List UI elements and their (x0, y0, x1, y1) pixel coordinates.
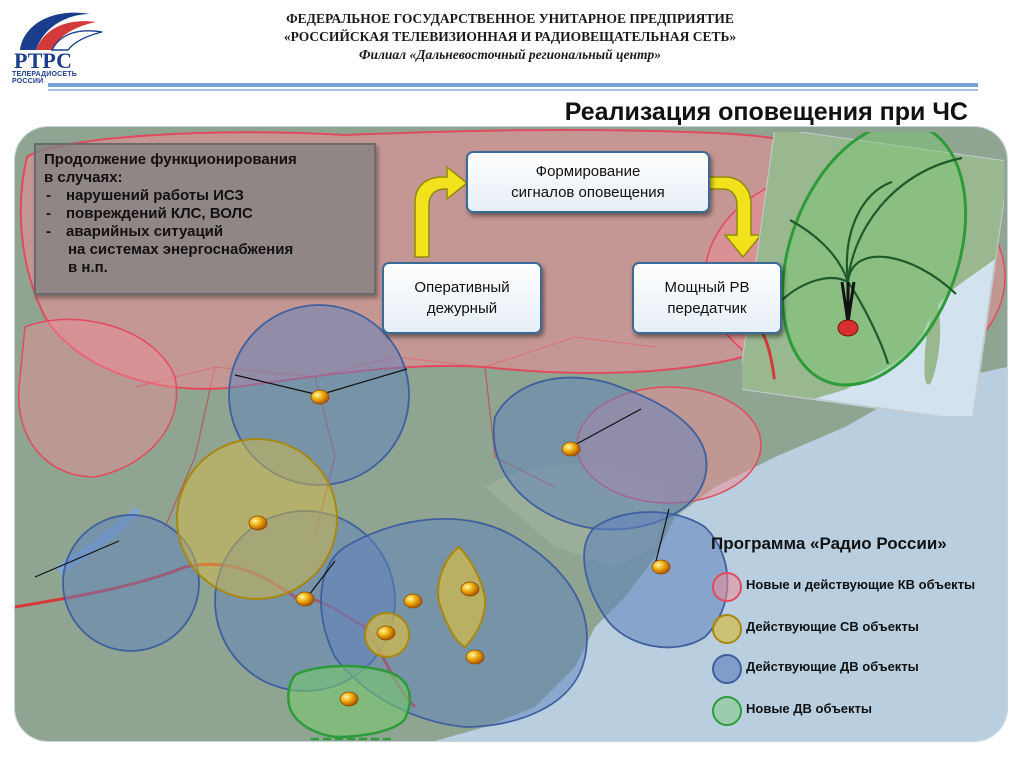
rtrs-logo: РТРС ТЕЛЕРАДИОСЕТЬ РОССИИ (6, 4, 110, 85)
info-item-2: повреждений КЛС, ВОЛС (44, 205, 366, 223)
inset-transmitter (837, 319, 859, 337)
dv-coverage-3 (583, 511, 729, 649)
legend-dv-swatch (712, 654, 742, 684)
legend-kv-label: Новые и действующие КВ объекты (746, 577, 976, 592)
transmitter-line-2: передатчик (667, 300, 747, 317)
info-title-line-2: в случаях: (44, 169, 123, 186)
transmitter-line-1: Мощный РВ (664, 279, 750, 296)
logo-text: РТРС (14, 48, 72, 73)
legend-new-dv-label: Новые ДВ объекты (746, 701, 873, 716)
operator-line-2: дежурный (426, 300, 498, 317)
logo-subtitle: ТЕЛЕРАДИОСЕТЬ РОССИИ (12, 71, 77, 85)
header-divider-thin (48, 89, 978, 91)
legend-dv-label: Действующие ДВ объекты (746, 659, 919, 674)
legend-sv-swatch (712, 614, 742, 644)
dv-coverage-4 (62, 514, 200, 652)
org-line-2: «РОССИЙСКАЯ ТЕЛЕВИЗИОННАЯ И РАДИОВЕЩАТЕЛ… (283, 29, 737, 44)
info-item-1: нарушений работы ИСЗ (44, 187, 366, 205)
legend-kv-swatch (712, 572, 742, 602)
transmitter-points (248, 389, 671, 707)
org-line-3: Филиал «Дальневосточный региональный цен… (359, 47, 661, 62)
flow-arrow-down (708, 176, 763, 259)
slide-title: Реализация оповещения при ЧС (564, 98, 968, 126)
legend-title: Программа «Радио России» (711, 534, 947, 553)
operator-line-1: Оперативный (414, 279, 510, 296)
signal-formation-box: Формирование сигналов оповещения (466, 151, 710, 213)
info-item-3: аварийных ситуаций (44, 223, 366, 241)
transmitter-box: Мощный РВ передатчик (632, 262, 782, 334)
signal-formation-line-1: Формирование (535, 163, 641, 180)
header: РТРС ТЕЛЕРАДИОСЕТЬ РОССИИ ФЕДЕРАЛЬНОЕ ГО… (0, 0, 1024, 100)
info-list: нарушений работы ИСЗ повреждений КЛС, ВО… (44, 187, 366, 277)
legend-new-dv-swatch (712, 696, 742, 726)
flow-arrow-up (414, 165, 469, 258)
sv-coverage-3 (437, 545, 487, 649)
legend-sv-label: Действующие СВ объекты (746, 619, 919, 634)
info-title-line-1: Продолжение функционирования (44, 151, 297, 168)
info-box: Продолжение функционирования в случаях: … (34, 143, 376, 295)
operator-box: Оперативный дежурный (382, 262, 542, 334)
inset-map (737, 121, 1011, 423)
inset-map-canvas (737, 121, 1011, 423)
inset-sakhalin (924, 301, 941, 385)
header-divider (48, 83, 978, 87)
kv-coverage-west (17, 318, 178, 478)
info-item-3-line-2: на системах энергоснабжения (68, 241, 294, 258)
coverage-radius-lines (34, 368, 670, 596)
dv-coverage-2 (492, 376, 708, 531)
signal-formation-line-2: сигналов оповещения (511, 184, 665, 201)
org-line-1: ФЕДЕРАЛЬНОЕ ГОСУДАРСТВЕННОЕ УНИТАРНОЕ ПР… (286, 11, 734, 26)
info-item-3-line-3: в н.п. (68, 259, 108, 276)
rtrs-logo-mark (20, 12, 103, 51)
